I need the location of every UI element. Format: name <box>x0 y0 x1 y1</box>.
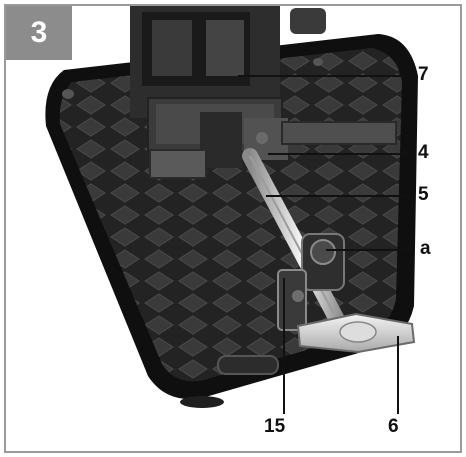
callout-label-6: 6 <box>388 416 399 437</box>
vise-jaw <box>147 97 288 168</box>
spindle <box>242 148 358 352</box>
figure-number: 3 <box>6 6 72 60</box>
callout-label-5: 5 <box>418 184 429 205</box>
spindle-nut <box>301 233 345 291</box>
callout-label-7: 7 <box>418 64 429 85</box>
cutoff-saw-photo <box>45 6 419 408</box>
figure-frame: 3 7 4 5 a 15 6 <box>4 4 462 453</box>
callout-lines <box>238 75 410 414</box>
callout-label-a: a <box>420 238 431 259</box>
workpiece-bars <box>149 121 397 179</box>
callout-label-15: 15 <box>264 416 286 437</box>
crank-handle <box>296 312 416 354</box>
callout-label-4: 4 <box>418 142 429 163</box>
